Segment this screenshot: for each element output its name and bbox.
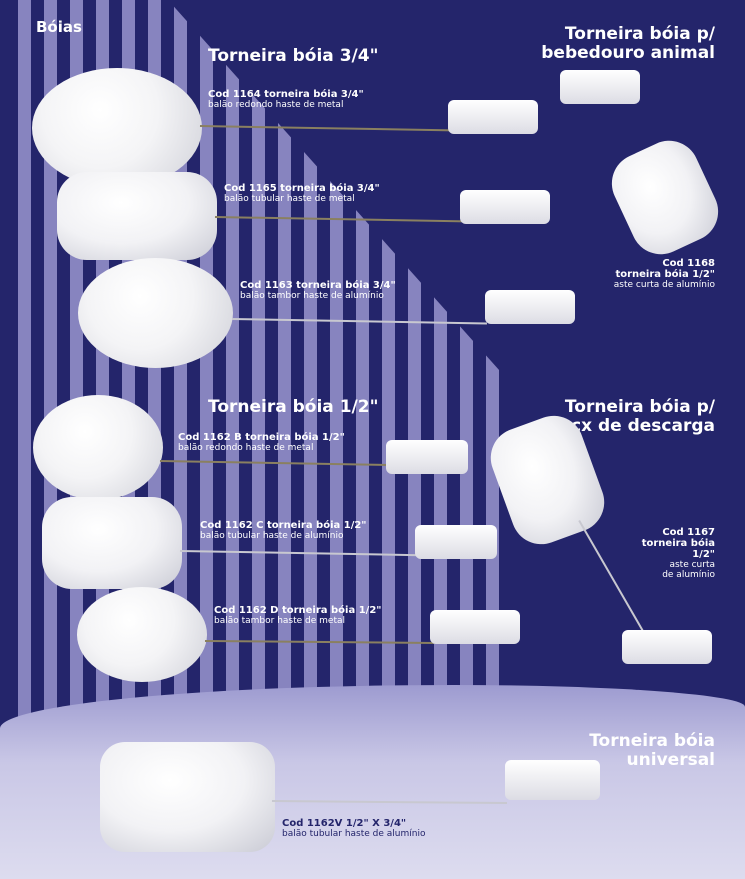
product-1162v: Cod 1162V 1/2" X 3/4"balão tubular haste… — [282, 818, 426, 839]
product-1163: Cod 1163 torneira bóia 3/4"balão tambor … — [240, 280, 396, 301]
valve-1162d — [430, 610, 520, 644]
valve-1165 — [460, 190, 550, 224]
section-title-3-4: Torneira bóia 3/4" — [208, 46, 379, 66]
float-drum-1162d — [77, 587, 207, 682]
section-title-animal: Torneira bóia p/bebedouro animal — [541, 24, 715, 63]
float-tubular-1165 — [57, 172, 217, 260]
product-1164: Cod 1164 torneira bóia 3/4"balão redondo… — [208, 89, 364, 110]
valve-1162b — [386, 440, 468, 474]
valve-1162v — [505, 760, 600, 800]
float-ball-1162b — [33, 395, 163, 500]
float-tubular-1162v — [100, 742, 275, 852]
valve-1164 — [448, 100, 538, 134]
product-1165: Cod 1165 torneira bóia 3/4"balão tubular… — [224, 183, 380, 204]
valve-1167 — [622, 630, 712, 664]
section-title-1-2: Torneira bóia 1/2" — [208, 397, 379, 417]
product-1162d: Cod 1162 D torneira bóia 1/2"balão tambo… — [214, 605, 382, 626]
float-tubular-1162c — [42, 497, 182, 589]
product-1162c: Cod 1162 C torneira bóia 1/2"balão tubul… — [200, 520, 367, 541]
product-1162b: Cod 1162 B torneira bóia 1/2"balão redon… — [178, 432, 345, 453]
page-label: Bóias — [36, 18, 82, 36]
float-1168 — [602, 130, 728, 265]
valve-1162c — [415, 525, 497, 559]
float-ball-1164 — [32, 68, 202, 188]
valve-1168 — [560, 70, 640, 104]
rod — [578, 520, 645, 634]
section-title-descarga: Torneira bóia p/cx de descarga — [564, 397, 715, 436]
float-drum-1163 — [78, 258, 233, 368]
valve-1163 — [485, 290, 575, 324]
